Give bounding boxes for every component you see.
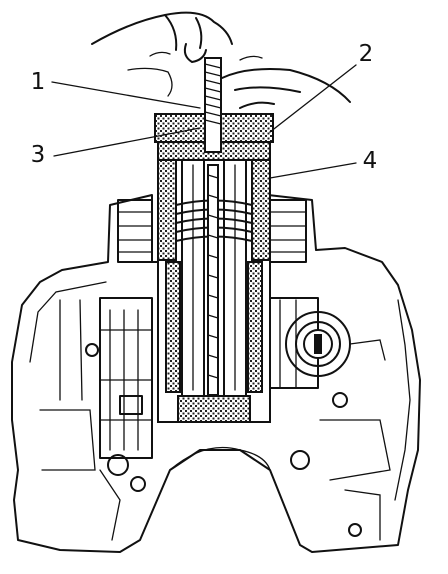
- center-bolt: [204, 57, 222, 396]
- camshaft-hub: [285, 311, 386, 377]
- callout-2: 2: [359, 41, 374, 67]
- tool-bottom-plate: [177, 395, 251, 423]
- hand-illustration: [91, 11, 351, 109]
- right-valve-components: [267, 199, 319, 389]
- callout-1: 1: [31, 69, 46, 95]
- leader-lines: [51, 64, 357, 179]
- callout-3: 3: [31, 142, 46, 168]
- callout-4: 4: [363, 148, 378, 174]
- left-valve-components: [99, 199, 153, 459]
